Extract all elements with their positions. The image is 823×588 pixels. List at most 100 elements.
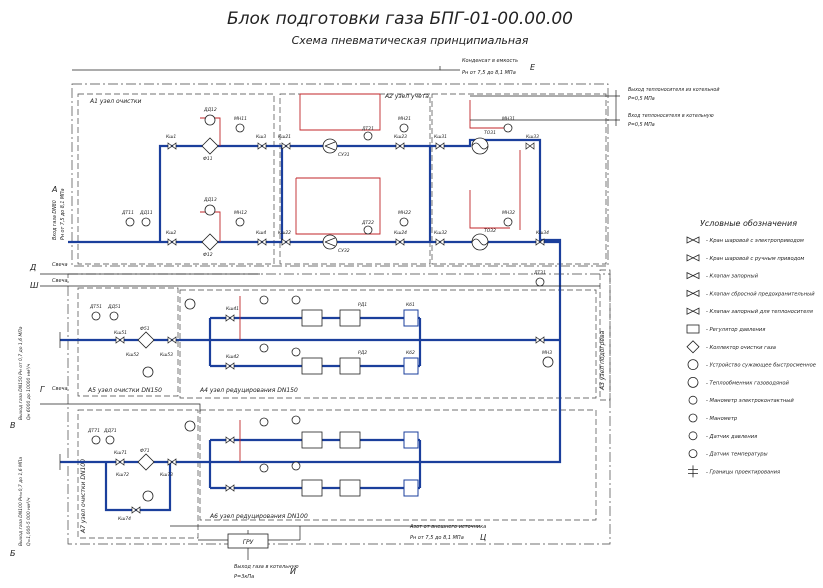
legend-item-label: - Устройство сужающее быстросменное: [706, 363, 816, 369]
io-letter-sh: Ш: [30, 281, 39, 290]
legend-item-label: - Датчик температуры: [706, 452, 768, 458]
io-heat-out1-p: Р=0,5 МПа: [628, 96, 655, 102]
tag-k42: Кш42: [226, 354, 239, 360]
tag-k14: Кш4: [256, 230, 266, 236]
zone-label-a7: А7 узел очистки DN100: [80, 459, 87, 534]
io-heat-out1: Выход теплоносителя из котельной: [628, 87, 719, 93]
tag-k34: Кш34: [536, 230, 549, 236]
io-svecha-1: Свеча: [52, 262, 68, 268]
tag-suz1: СУЗ1: [338, 152, 350, 158]
io-heat-in1: Вход теплоносителя в котельную: [628, 113, 714, 119]
tag-kb2: Кб2: [406, 350, 415, 356]
instruments: [91, 114, 554, 502]
io-svecha-3: Свеча: [52, 386, 68, 392]
tag-mn32: МН32: [502, 210, 515, 216]
tag-mn11: МН11: [234, 116, 247, 122]
heat-exchanger-icon: [687, 376, 699, 388]
design-boundary-icon: [688, 465, 698, 478]
flow-restrictor-icon: [687, 359, 699, 371]
tag-dd13: ДД13: [203, 197, 217, 203]
legend-item-label: - Регулятор давления: [706, 327, 765, 333]
io-letter-a: А: [51, 185, 57, 194]
zone-label-a5: А5 узел очистки DN150: [87, 387, 162, 394]
io-letter-ts: Ц: [480, 533, 486, 542]
tag-k53: Кш53: [160, 352, 173, 358]
tag-k52: Кш52: [126, 352, 139, 358]
tag-to32: ТО32: [484, 228, 496, 234]
tag-dt11: ДТ11: [121, 210, 134, 216]
tag-k32: Кш32: [434, 230, 447, 236]
tag-f51: Ф51: [140, 326, 150, 332]
io-gas-in-a: Вход газа DN80: [52, 200, 58, 240]
heat-exchangers: [471, 137, 489, 251]
io-ext-src: Азот от внешнего источника: [409, 524, 486, 530]
tag-mn31: МН31: [502, 116, 515, 122]
tag-k41: Кш41: [226, 306, 239, 312]
tag-k11: Кш1: [166, 134, 176, 140]
tag-kb1: Кб1: [406, 302, 415, 308]
io-gas-in-v-q: Qн 6000 до 10000 нм³/ч: [26, 364, 32, 420]
legend-title: Условные обозначения: [700, 219, 797, 228]
io-gas-in-b: Выход газа DN100 Рн=0,7 до 1,6 МПа: [18, 457, 24, 546]
valves: [115, 142, 545, 514]
tag-rd2: РД2: [358, 350, 367, 356]
io-labels: Конденсат в емкость Рн от 7,5 до 8,1 МПа…: [10, 58, 719, 580]
pressure-sensor-icon: [688, 431, 698, 441]
shutoff-valve-icon: [686, 271, 700, 280]
tag-mn12: МН12: [234, 210, 247, 216]
io-boiler: Выход газа в котельную: [234, 564, 299, 570]
io-gas-in-b-q: Q=1,000-5 000 нм³/ч: [26, 497, 32, 546]
zone-frames: [67, 83, 611, 545]
tag-k13: Кш3: [256, 134, 266, 140]
tag-suz2: СУЗ2: [338, 248, 350, 254]
io-condensate-p: Рн от 7,5 до 8,1 МПа: [462, 70, 516, 76]
legend-item-label: - Теплообменник газоводяной: [706, 380, 790, 386]
legend-item-label: - Коллектор очистки газа: [706, 345, 776, 351]
aux-lines: [200, 93, 521, 462]
io-letter-v: В: [10, 421, 16, 430]
gru-label: ГРУ: [243, 539, 254, 546]
tag-dt71: ДТ71: [87, 428, 100, 434]
tag-dd51: ДД51: [107, 304, 121, 310]
tag-mn3: МН3: [542, 350, 552, 356]
zone-label-a2: А2 узел учета: [384, 93, 429, 100]
diagram-title: Блок подготовки газа БПГ-01-00.00.00: [227, 9, 573, 29]
manual-ball-valve-icon: [686, 254, 700, 262]
legend: Условные обозначения - Кран шаровой с эл…: [686, 219, 816, 478]
legend-item-label: - Манометр: [706, 416, 738, 422]
io-letter-i: И: [290, 567, 296, 576]
tag-k22: Кш22: [278, 230, 291, 236]
tag-to31: ТО31: [484, 130, 496, 136]
legend-item-label: - Клапан запорный для теплоносителя: [706, 309, 813, 315]
zone-label-a1: А1 узел очистки: [89, 98, 142, 105]
pressure-regulator-icon: [686, 324, 700, 334]
tag-f12: Ф12: [203, 252, 213, 258]
tag-dt31: ДТ31: [533, 270, 546, 276]
tag-dt51: ДТ51: [89, 304, 102, 310]
filters: [137, 137, 219, 471]
tag-md22: МН22: [398, 210, 411, 216]
tag-k33: Кш33: [526, 134, 539, 140]
io-letter-g: Г: [40, 385, 45, 394]
io-boiler-p: Р=3кПа: [234, 574, 254, 580]
legend-item-label: - Границы проектирования: [706, 469, 780, 475]
gru-box: [227, 533, 269, 549]
tag-md21: МН21: [398, 116, 411, 122]
electric-ball-valve-icon: [686, 236, 700, 244]
io-ext-src-p: Рн от 7,5 до 8,1 МПа: [410, 535, 464, 541]
legend-item-label: - Датчик давления: [706, 434, 757, 440]
legend-item-label: - Клапан запорный: [706, 274, 759, 280]
tag-dd11: ДД11: [139, 210, 153, 216]
legend-item-label: - Клапан сбросной предохранительный: [706, 291, 815, 297]
tag-dt21: ДТ21: [361, 126, 374, 132]
coolant-valve-icon: [686, 307, 700, 315]
tag-dt22: ДТ22: [361, 220, 374, 226]
zone-label-a6: А6 узел редуцирования DN100: [209, 513, 308, 520]
io-condensate: Конденсат в емкость: [462, 58, 518, 64]
relief-valve-icon: [686, 289, 700, 298]
legend-item-label: - Манометр электроконтактный: [706, 398, 794, 404]
tag-dd12: ДД12: [203, 107, 217, 113]
tag-dd71: ДД71: [103, 428, 117, 434]
temperature-sensor-icon: [688, 449, 698, 459]
